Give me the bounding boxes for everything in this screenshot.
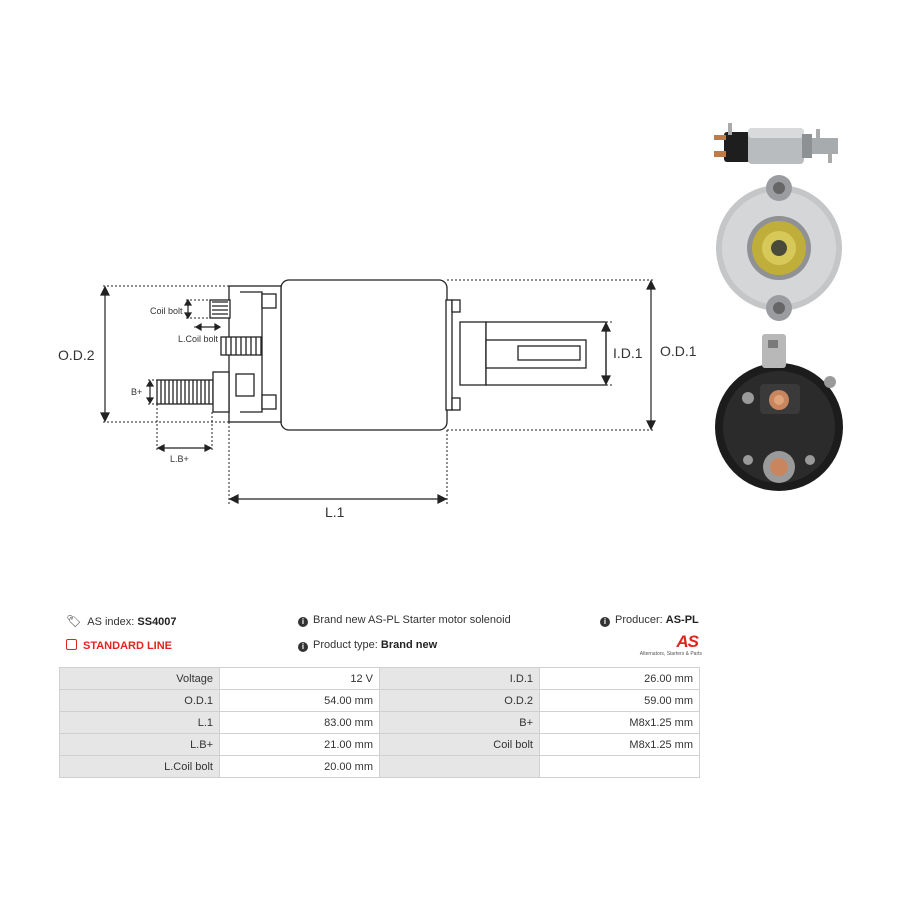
spec-value: M8x1.25 mm (539, 733, 700, 756)
as-index: 🏷 AS index: SS4007 (66, 614, 177, 628)
producer: i Producer: AS-PL (600, 614, 699, 627)
spec-value: 26.00 mm (539, 667, 700, 690)
lb-label: L.B+ (170, 454, 189, 464)
spec-key: O.D.1 (59, 689, 220, 712)
as-index-value: SS4007 (137, 616, 177, 628)
product-type-value: Brand new (380, 639, 438, 651)
logo-mark: AS (676, 632, 699, 651)
id1-label: I.D.1 (613, 345, 643, 361)
standard-line: STANDARD LINE (66, 639, 172, 652)
spec-value: 20.00 mm (219, 755, 380, 778)
solenoid-rear-photo (715, 334, 843, 491)
technical-drawing: O.D.2 O.D.1 I.D.1 L.1 L.B+ B+ Coil bolt … (58, 279, 697, 520)
l1-label: L.1 (325, 504, 345, 520)
spec-value (539, 755, 700, 778)
producer-value: AS-PL (665, 614, 699, 626)
info-icon: i (298, 642, 308, 652)
solenoid-side-photo (714, 123, 838, 164)
table-row: O.D.1 54.00 mm O.D.2 59.00 mm (59, 689, 700, 712)
bplus-label: B+ (131, 387, 142, 397)
as-index-label: AS index: (87, 616, 135, 628)
od1-label: O.D.1 (660, 343, 697, 359)
spec-value: 83.00 mm (219, 711, 380, 734)
spec-value: 12 V (219, 667, 380, 690)
tags-icon: 🏷 (66, 614, 82, 628)
spec-value: M8x1.25 mm (539, 711, 700, 734)
as-pl-logo: AS Alternators, Starters & Parts (632, 632, 702, 664)
od2-label: O.D.2 (58, 347, 95, 363)
checkbox-icon (66, 639, 77, 650)
coil-bolt-label: Coil bolt (150, 306, 183, 316)
solenoid-front-photo (716, 175, 842, 321)
standard-line-label: STANDARD LINE (83, 640, 173, 652)
description: i Brand new AS-PL Starter motor solenoid (298, 614, 511, 627)
description-text: Brand new AS-PL Starter motor solenoid (313, 614, 511, 626)
spec-key: L.1 (59, 711, 220, 734)
product-type: i Product type: Brand new (298, 639, 437, 652)
spec-key (379, 755, 540, 778)
spec-key: Voltage (59, 667, 220, 690)
spec-key: O.D.2 (379, 689, 540, 712)
table-row: L.B+ 21.00 mm Coil bolt M8x1.25 mm (59, 733, 700, 756)
table-row: L.1 83.00 mm B+ M8x1.25 mm (59, 711, 700, 734)
spec-key: I.D.1 (379, 667, 540, 690)
spec-value: 54.00 mm (219, 689, 380, 712)
producer-label: Producer: (615, 614, 663, 626)
l-coil-bolt-label: L.Coil bolt (178, 334, 219, 344)
info-icon: i (298, 617, 308, 627)
spec-value: 59.00 mm (539, 689, 700, 712)
table-row: L.Coil bolt 20.00 mm (59, 755, 700, 778)
spec-key: L.Coil bolt (59, 755, 220, 778)
logo-tagline: Alternators, Starters & Parts (639, 651, 702, 657)
info-icon: i (600, 617, 610, 627)
spec-table: Voltage 12 V I.D.1 26.00 mm O.D.1 54.00 … (59, 667, 700, 778)
spec-key: L.B+ (59, 733, 220, 756)
spec-key: Coil bolt (379, 733, 540, 756)
product-type-label: Product type: (313, 639, 378, 651)
table-row: Voltage 12 V I.D.1 26.00 mm (59, 667, 700, 690)
spec-value: 21.00 mm (219, 733, 380, 756)
spec-key: B+ (379, 711, 540, 734)
solenoid-body (280, 279, 448, 431)
